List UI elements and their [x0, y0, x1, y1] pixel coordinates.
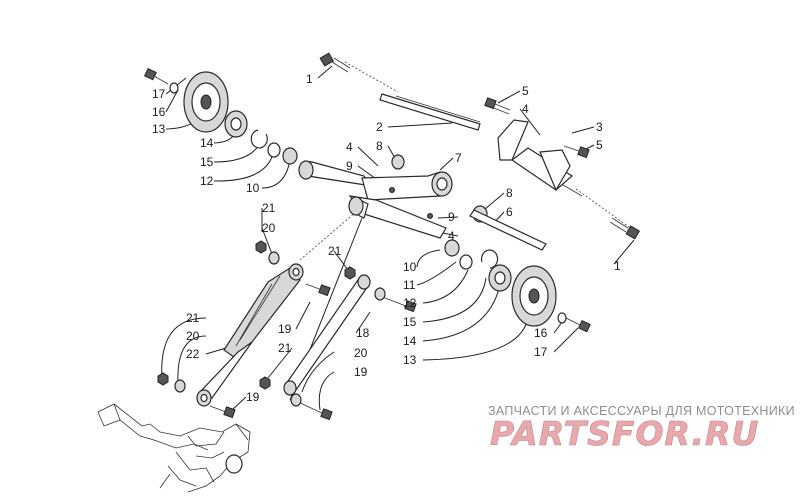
- callout-8: 8: [376, 139, 383, 153]
- callout-20: 20: [186, 329, 200, 343]
- rear-frame-mount: [97, 403, 251, 493]
- bolt-5-right: [563, 145, 590, 159]
- bolt-19-upper: [305, 283, 331, 297]
- washer-16-right: [557, 312, 567, 324]
- callout-17: 17: [152, 87, 166, 101]
- callout-20: 20: [354, 346, 368, 360]
- callout-19: 19: [246, 390, 260, 404]
- bolt-19-shock: [209, 405, 236, 419]
- idler-wheel-13-right: [511, 265, 557, 327]
- leader-lines: [161, 65, 635, 411]
- callout-9: 9: [448, 210, 455, 224]
- callout-5: 5: [596, 138, 603, 152]
- callout-21: 21: [262, 201, 276, 215]
- spacer-10-left: [282, 147, 298, 165]
- bushing-8-top: [391, 154, 405, 170]
- callout-labels: 1 1 2 3 4 4 4 5 5 6 7 8 8 9 9 10 10 11 1…: [152, 72, 621, 404]
- callout-12: 12: [403, 296, 417, 310]
- bracket-3: [497, 119, 573, 192]
- callout-2: 2: [376, 120, 383, 134]
- callout-17: 17: [534, 345, 548, 359]
- callout-18: 18: [356, 326, 370, 340]
- bolt-17-right: [565, 317, 591, 333]
- callout-19: 19: [278, 322, 292, 336]
- swing-arm-7: [298, 160, 453, 239]
- callout-7: 7: [455, 151, 462, 165]
- callout-21: 21: [186, 311, 200, 325]
- callout-3: 3: [596, 120, 603, 134]
- callout-13: 13: [152, 122, 166, 136]
- washer-16-left: [169, 82, 179, 94]
- bolt-1-right: [609, 217, 641, 240]
- callout-1: 1: [306, 72, 313, 86]
- bolt-17-left: [144, 68, 169, 85]
- bolt-1-top: [319, 52, 351, 73]
- washer-12-right: [459, 254, 473, 270]
- callout-19: 19: [354, 365, 368, 379]
- callout-1: 1: [614, 259, 621, 273]
- callout-9: 9: [346, 159, 353, 173]
- callout-4: 4: [448, 229, 455, 243]
- callout-14: 14: [200, 136, 214, 150]
- link-arm-18: [283, 274, 371, 396]
- bearing-14-right: [488, 264, 512, 292]
- callout-10: 10: [403, 260, 417, 274]
- watermark-tagline: ЗАПЧАСТИ И АКСЕССУАРЫ ДЛЯ МОТОТЕХНИКИ: [488, 404, 795, 418]
- bearing-14-left: [224, 110, 248, 138]
- callout-21: 21: [278, 341, 292, 355]
- idler-wheel-13-left: [183, 71, 229, 133]
- spacer-10-right: [444, 239, 460, 257]
- callout-11: 11: [403, 278, 416, 292]
- callout-5: 5: [522, 84, 529, 98]
- callout-4: 4: [522, 102, 529, 116]
- callout-15: 15: [403, 315, 417, 329]
- callout-10: 10: [246, 181, 260, 195]
- callout-14: 14: [403, 334, 417, 348]
- callout-22: 22: [186, 347, 200, 361]
- bolt-5-left: [484, 97, 511, 115]
- callout-13: 13: [403, 353, 417, 367]
- watermark-logo-text: PARTSFOR.RU: [490, 414, 759, 453]
- washer-12-left: [267, 142, 281, 158]
- shaft-6: [469, 209, 547, 251]
- callout-15: 15: [200, 155, 214, 169]
- callout-4: 4: [346, 140, 353, 154]
- callout-6: 6: [506, 205, 513, 219]
- callout-16: 16: [152, 105, 166, 119]
- callout-21: 21: [328, 244, 342, 258]
- callout-16: 16: [534, 326, 548, 340]
- watermark-logo: PARTSFOR.RU: [490, 414, 759, 454]
- shaft-2: [379, 93, 481, 131]
- callout-20: 20: [262, 221, 276, 235]
- spacer-20: [174, 251, 386, 407]
- callout-8: 8: [506, 186, 513, 200]
- callout-12: 12: [200, 174, 214, 188]
- nut-21: [157, 240, 356, 390]
- shock-absorber-22: [196, 263, 304, 407]
- bolt-19-lower: [297, 401, 333, 421]
- fitting-9: [389, 187, 433, 219]
- circlip-15-right: [480, 249, 499, 269]
- circlip-15-left: [250, 129, 268, 149]
